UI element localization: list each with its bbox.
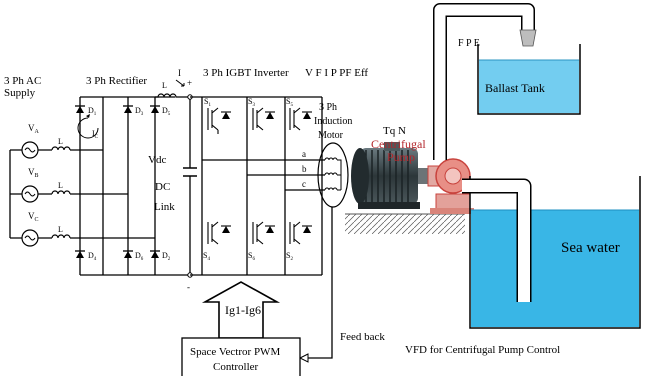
dc-inductor-label: L xyxy=(162,81,167,90)
suction-pipe xyxy=(462,178,532,302)
line-inductors xyxy=(51,146,71,239)
source-vb: VB xyxy=(21,167,39,203)
svg-text:D3: D3 xyxy=(135,106,144,117)
fpe-label: F P E xyxy=(458,38,480,49)
svg-text:D2: D2 xyxy=(162,251,171,262)
s5-label: S5 xyxy=(286,97,293,108)
minus-label: - xyxy=(187,282,190,292)
rectifier: 3 Ph Rectifier D1 D3 D5 D4 D6 xyxy=(75,75,190,276)
diode-d3: D3 xyxy=(123,105,144,117)
rectifier-label: 3 Ph Rectifier xyxy=(86,75,147,87)
svg-text:D5: D5 xyxy=(162,106,171,117)
source-vc: VC xyxy=(21,211,39,247)
phase-a-label: a xyxy=(302,149,306,159)
controller-label-1: Space Vectror PWM xyxy=(190,346,280,358)
vc-label: VC xyxy=(28,211,39,223)
diagram-caption: VFD for Centrifugal Pump Control xyxy=(405,344,560,356)
feedback-label: Feed back xyxy=(340,331,385,343)
s2-label: S2 xyxy=(286,251,293,262)
controller-label-2: Controller xyxy=(213,361,259,373)
torque-speed-label: Tq N xyxy=(383,125,406,137)
switch-s4 xyxy=(207,221,231,245)
s4-label: S4 xyxy=(203,251,210,262)
inverter: 3 Ph IGBT Inverter S1 S3 S5 S4 xyxy=(201,67,325,275)
motor-label-1: 3 Ph xyxy=(319,102,337,113)
switch-s6 xyxy=(252,221,275,245)
svg-text:D6: D6 xyxy=(135,251,144,262)
diode-d4: D4 xyxy=(75,250,97,262)
phase-c-label: c xyxy=(302,179,306,189)
dc-inductor xyxy=(155,93,190,98)
pwm-controller: Space Vectror PWM Controller xyxy=(181,337,301,376)
svg-text:D1: D1 xyxy=(88,106,97,117)
s3-label: S3 xyxy=(248,97,255,108)
s6-label: S6 xyxy=(248,251,255,262)
diode-d5: D5 xyxy=(150,105,171,117)
vb-label: VB xyxy=(28,167,39,179)
foundation xyxy=(345,214,465,234)
motor-label-2: Induction xyxy=(314,116,352,127)
diode-d1: D1 xyxy=(75,105,97,117)
switch-s3 xyxy=(252,107,275,131)
pump-label-2: Pump xyxy=(387,150,415,164)
measurements-label: V F I P PF Eff xyxy=(305,67,368,79)
induction-motor xyxy=(351,142,430,209)
ballast-tank-label: Ballast Tank xyxy=(485,81,545,95)
diode-d6: D6 xyxy=(123,250,144,262)
motor-windings xyxy=(317,142,349,208)
l-label-b: L xyxy=(58,181,63,190)
phase-b-label: b xyxy=(302,164,307,174)
l-label-a: L xyxy=(58,137,63,146)
ballast-tank: Ballast Tank xyxy=(477,44,581,115)
va-label: VA xyxy=(28,123,40,135)
vdc-label: Vdc xyxy=(148,154,166,166)
supply-label-line2: Supply xyxy=(4,87,36,99)
l-label-c: L xyxy=(58,225,63,234)
dc-current-label: I xyxy=(178,68,181,78)
switch-s5 xyxy=(289,107,312,131)
s1-label: S1 xyxy=(204,97,211,108)
switch-s2 xyxy=(289,221,312,245)
sea-water-tank: Sea water xyxy=(469,176,641,329)
svg-text:IC: IC xyxy=(92,129,99,140)
svg-text:D4: D4 xyxy=(88,251,97,262)
dc-link-label-2: Link xyxy=(154,201,175,213)
gate-signals-label: Ig1-Ig6 xyxy=(225,303,261,317)
plus-label: + xyxy=(187,78,192,88)
source-va: VA xyxy=(21,123,40,159)
dc-link: L I + - Vdc DC Link xyxy=(148,68,322,292)
sea-water-label: Sea water xyxy=(561,240,620,256)
feedback-path: Feed back xyxy=(298,207,385,363)
supply-label-line1: 3 Ph AC xyxy=(4,75,41,87)
dc-link-label-1: DC xyxy=(155,181,170,193)
inverter-label: 3 Ph IGBT Inverter xyxy=(203,67,289,79)
centrifugal-pump xyxy=(427,158,474,214)
pump-label-1: Centrifugal xyxy=(371,137,426,151)
motor-label-3: Motor xyxy=(318,130,344,141)
diode-d2: D2 xyxy=(150,250,171,262)
current-ic-loop: IC xyxy=(77,114,99,140)
gate-signal-arrow: Ig1-Ig6 xyxy=(201,281,281,339)
switch-s1 xyxy=(207,107,231,134)
discharge-pipe xyxy=(433,3,537,160)
